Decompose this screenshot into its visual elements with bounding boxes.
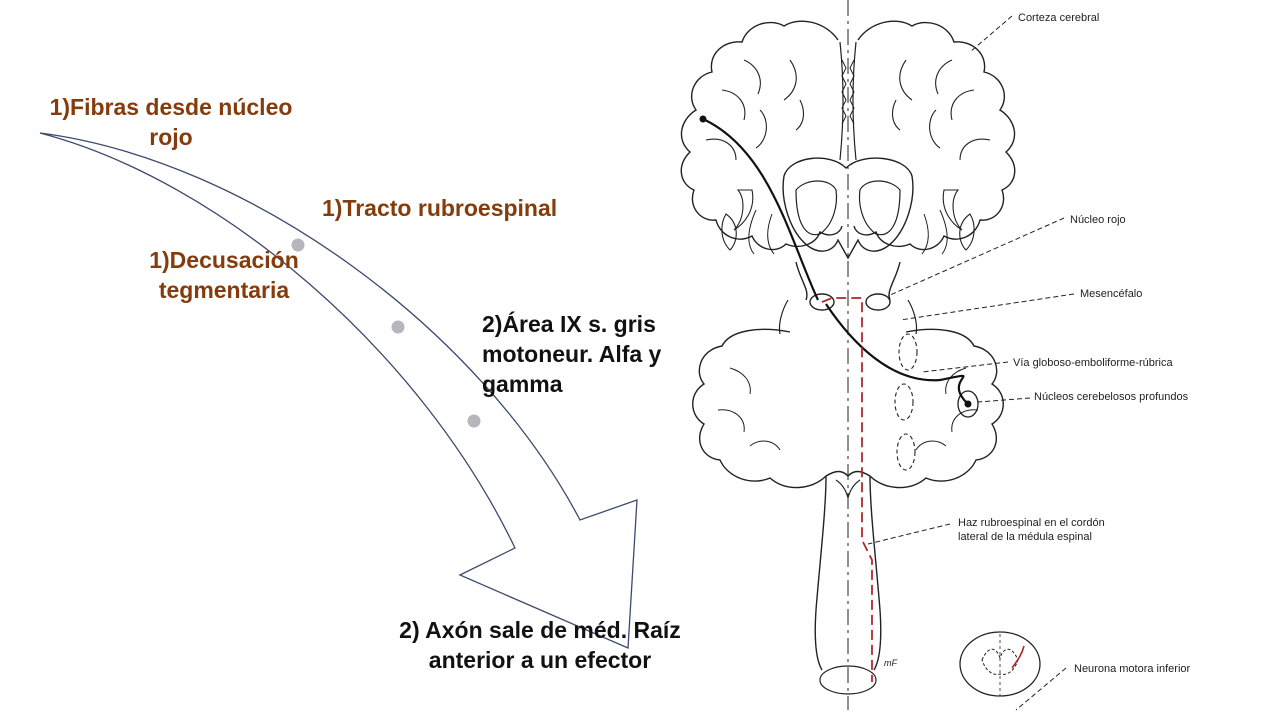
label-tracto: 1)Tracto rubroespinal xyxy=(322,195,558,221)
rubrospinal-tract xyxy=(821,297,873,682)
thalamus xyxy=(782,157,914,260)
spinal-cord-base xyxy=(819,665,877,695)
cerebral-cortex xyxy=(680,20,1016,251)
label-neurona-motora: Neurona motora inferior xyxy=(1074,663,1191,675)
midbrain xyxy=(795,261,901,301)
label-nucleos-cerebelosos: Núcleos cerebelosos profundos xyxy=(1034,391,1189,403)
label-corteza-cerebral: Corteza cerebral xyxy=(1018,12,1099,24)
leader-lines xyxy=(867,15,1075,711)
label-haz-line-1: Haz rubroespinal en el cordón xyxy=(958,517,1105,529)
artist-signature: mF xyxy=(884,658,897,668)
flow-arrow xyxy=(39,132,638,649)
label-nucleo-rojo: Núcleo rojo xyxy=(1070,214,1126,226)
timeline-dot xyxy=(467,414,481,428)
deep-cerebellar-nucleus xyxy=(957,390,979,418)
label-fibras: 1)Fibras desde núcleo rojo xyxy=(49,94,293,150)
red-nucleus-left xyxy=(809,293,835,311)
timeline-dot xyxy=(291,238,305,252)
label-decusacion: 1)Decusación tegmentaria xyxy=(149,247,299,303)
cerebellum xyxy=(692,328,1004,489)
brain-diagram xyxy=(680,0,1041,710)
label-haz-line-2: lateral de la médula espinal xyxy=(958,531,1092,543)
cerebellorubral-fiber xyxy=(825,303,969,405)
timeline-dot xyxy=(391,320,405,334)
label-via-globoso: Vía globoso-emboliforme-rúbrica xyxy=(1013,357,1173,369)
red-nucleus-right xyxy=(865,293,891,311)
label-axon: 2) Axón sale de méd. Raíz anterior a un … xyxy=(399,617,681,673)
label-area-ix: 2)Área IX s. gris motoneur. Alfa y gamma xyxy=(482,311,662,397)
corticorubral-fiber xyxy=(702,118,819,301)
spinal-cord xyxy=(814,475,882,671)
label-mesencefalo: Mesencéfalo xyxy=(1080,288,1142,300)
